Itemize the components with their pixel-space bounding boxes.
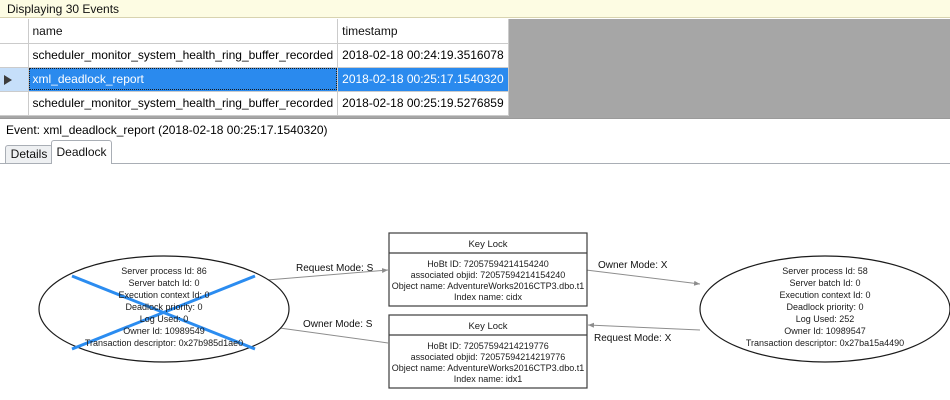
- resource-bottom-title: Key Lock: [468, 321, 507, 332]
- events-table-header: name timestamp: [0, 19, 509, 44]
- process-right-line-4: Deadlock priority: 0: [786, 302, 863, 312]
- resource-top-line-3: Object name: AdventureWorks2016CTP3.dbo.…: [392, 281, 584, 291]
- table-row[interactable]: scheduler_monitor_system_health_ring_buf…: [0, 91, 509, 116]
- edge-label-owner-mode-s: Owner Mode: S: [303, 319, 373, 330]
- cell-timestamp[interactable]: 2018-02-18 00:25:17.1540320: [337, 67, 509, 92]
- resource-node-bottom[interactable]: Key Lock HoBt ID: 72057594214219776 asso…: [388, 314, 588, 389]
- edge-label-owner-mode-x: Owner Mode: X: [598, 260, 668, 271]
- row-selected-arrow-icon: [4, 74, 12, 85]
- process-right-line-3: Execution context Id: 0: [779, 290, 870, 300]
- cell-timestamp[interactable]: 2018-02-18 00:24:19.3516078: [337, 43, 509, 68]
- events-grid[interactable]: name timestamp scheduler_monitor_system_…: [0, 19, 950, 119]
- victim-cross-icon: [71, 274, 256, 351]
- process-ellipse[interactable]: [38, 255, 290, 363]
- process-right-line-7: Transaction descriptor: 0x27ba15a4490: [746, 338, 904, 348]
- deadlock-graph-panel[interactable]: Request Mode: S Owner Mode: X Owner Mode…: [0, 163, 950, 400]
- deadlock-graph[interactable]: Request Mode: S Owner Mode: X Owner Mode…: [0, 164, 950, 400]
- table-row[interactable]: scheduler_monitor_system_health_ring_buf…: [0, 43, 509, 68]
- process-right-line-1: Server process Id: 58: [782, 266, 868, 276]
- cell-timestamp[interactable]: 2018-02-18 00:25:19.5276859: [337, 91, 509, 116]
- events-count-label: Displaying 30 Events: [7, 2, 120, 16]
- edge-line: [254, 268, 389, 282]
- resource-box[interactable]: [388, 314, 588, 389]
- row-selector-cell[interactable]: [0, 67, 29, 92]
- resource-top-line-1: HoBt ID: 72057594214154240: [427, 259, 549, 269]
- cell-name[interactable]: scheduler_monitor_system_health_ring_buf…: [28, 43, 339, 68]
- process-left-line-5: Log Used: 0: [140, 314, 189, 324]
- resource-top-title: Key Lock: [468, 239, 507, 250]
- resource-top-line-4: Index name: cidx: [454, 292, 523, 302]
- edge-label-request-mode-s: Request Mode: S: [296, 263, 374, 274]
- process-left-line-4: Deadlock priority: 0: [125, 302, 202, 312]
- edge-left-request-top: Request Mode: S: [254, 263, 389, 282]
- displaying-events-banner: Displaying 30 Events: [0, 0, 950, 18]
- process-right-line-6: Owner Id: 10989547: [784, 326, 866, 336]
- resource-bottom-line-2: associated objid: 72057594214219776: [411, 352, 566, 362]
- tab-details[interactable]: Details: [5, 145, 53, 164]
- column-header-selector: [0, 19, 29, 44]
- edge-line: [587, 322, 701, 331]
- cell-name[interactable]: xml_deadlock_report: [28, 67, 339, 92]
- process-left-line-2: Server batch Id: 0: [128, 278, 199, 288]
- resource-node-top[interactable]: Key Lock HoBt ID: 72057594214154240 asso…: [388, 232, 588, 307]
- column-header-name[interactable]: name: [28, 19, 339, 44]
- row-selector-cell[interactable]: [0, 43, 29, 68]
- resource-top-line-2: associated objid: 72057594214154240: [411, 270, 566, 280]
- table-row[interactable]: xml_deadlock_report 2018-02-18 00:25:17.…: [0, 67, 509, 92]
- edge-top-owner-right: Owner Mode: X: [585, 260, 701, 286]
- process-left-line-7: Transaction descriptor: 0x27b985d1ae0: [85, 338, 243, 348]
- row-selector-cell[interactable]: [0, 91, 29, 116]
- event-detail-header: Event: xml_deadlock_report (2018-02-18 0…: [0, 120, 950, 139]
- event-detail-title: Event: xml_deadlock_report (2018-02-18 0…: [6, 123, 328, 137]
- edge-line: [585, 269, 701, 286]
- resource-box[interactable]: [388, 232, 588, 307]
- table-header-row: name timestamp: [0, 19, 509, 44]
- events-table-body: scheduler_monitor_system_health_ring_buf…: [0, 43, 509, 116]
- process-right-line-5: Log Used: 252: [796, 314, 855, 324]
- events-table[interactable]: name timestamp scheduler_monitor_system_…: [0, 19, 509, 116]
- process-left-line-1: Server process Id: 86: [121, 266, 207, 276]
- edge-label-request-mode-x: Request Mode: X: [594, 333, 672, 344]
- process-node-left[interactable]: Server process Id: 86 Server batch Id: 0…: [38, 255, 290, 363]
- process-right-line-2: Server batch Id: 0: [789, 278, 860, 288]
- resource-bottom-line-1: HoBt ID: 72057594214219776: [427, 341, 549, 351]
- process-node-right[interactable]: Server process Id: 58 Server batch Id: 0…: [699, 255, 950, 363]
- detail-tab-strip: Details Deadlock: [0, 139, 950, 164]
- edge-right-request-bottom: Request Mode: X: [587, 322, 701, 344]
- process-left-line-6: Owner Id: 10989549: [123, 326, 205, 336]
- cell-name[interactable]: scheduler_monitor_system_health_ring_buf…: [28, 91, 339, 116]
- resource-bottom-line-3: Object name: AdventureWorks2016CTP3.dbo.…: [392, 363, 584, 373]
- process-left-line-3: Execution context Id: 0: [118, 290, 209, 300]
- tab-deadlock[interactable]: Deadlock: [51, 140, 112, 164]
- resource-bottom-line-4: Index name: idx1: [454, 374, 523, 384]
- column-header-timestamp[interactable]: timestamp: [337, 19, 509, 44]
- process-ellipse[interactable]: [699, 255, 950, 363]
